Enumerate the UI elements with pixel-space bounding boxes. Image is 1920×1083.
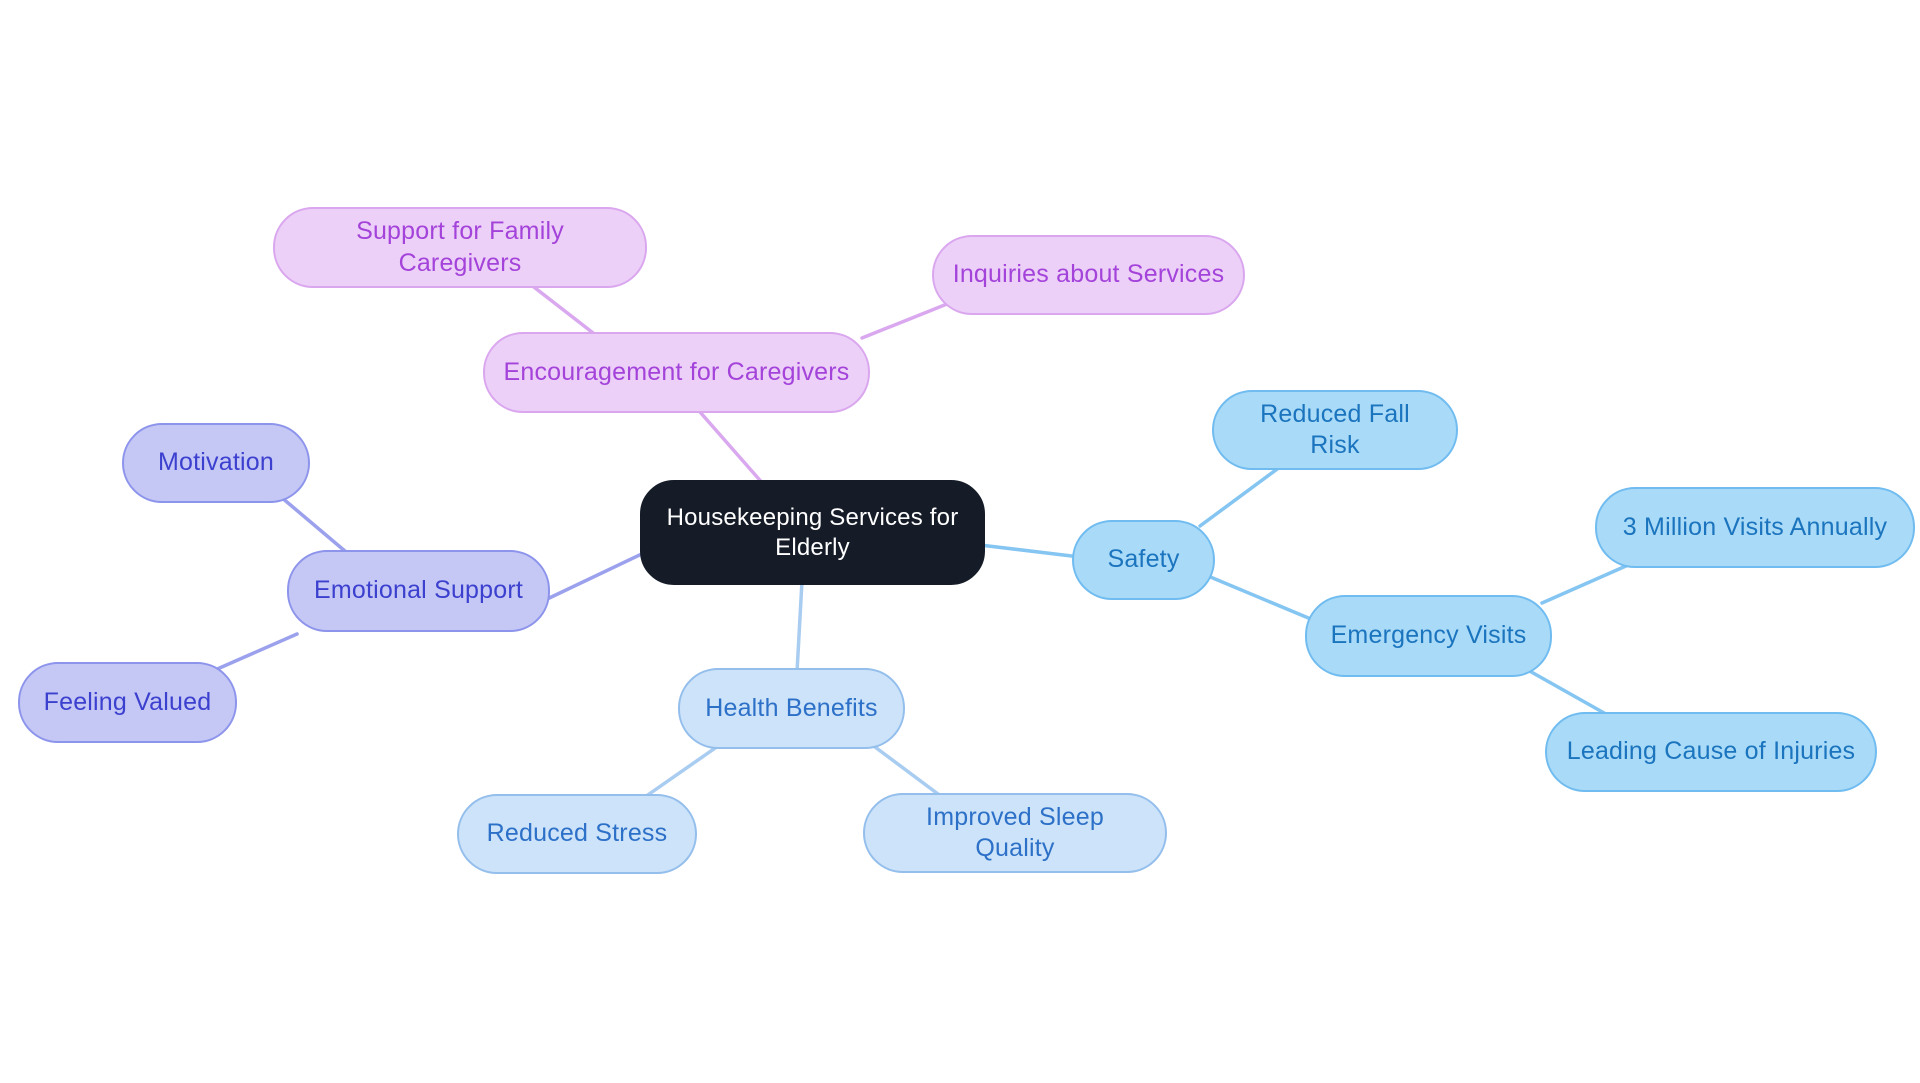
node-label-encouragement-for-caregivers: Encouragement for Caregivers <box>503 357 850 386</box>
edge-emotional-motivation <box>279 495 354 559</box>
node-label-reduced-fall-risk: Reduced Fall Risk <box>1260 399 1410 459</box>
edge-emergency-three-million <box>1540 560 1637 605</box>
node-reduced-stress[interactable]: Reduced Stress <box>457 794 697 874</box>
edge-central-encouragement <box>698 410 767 488</box>
node-label-reduced-stress: Reduced Stress <box>486 819 668 848</box>
node-label-inquiries-about-services: Inquiries about Services <box>952 260 1225 289</box>
node-feeling-valued[interactable]: Feeling Valued <box>18 662 237 743</box>
edge-central-emotional <box>541 549 650 603</box>
node-emergency-visits[interactable]: Emergency Visits <box>1305 595 1552 677</box>
node-label-safety: Safety <box>1107 545 1180 574</box>
edge-emotional-feeling-valued <box>213 632 299 672</box>
edge-health-improved-sleep <box>869 742 944 799</box>
edge-central-safety <box>978 543 1082 559</box>
edge-health-reduced-stress <box>640 742 723 801</box>
node-motivation[interactable]: Motivation <box>122 423 310 503</box>
node-support-for-family-caregivers[interactable]: Support for Family Caregivers <box>273 207 647 288</box>
node-encouragement-for-caregivers[interactable]: Encouragement for Caregivers <box>483 332 870 413</box>
node-health-benefits[interactable]: Health Benefits <box>678 668 905 749</box>
node-label-central: Housekeeping Services for Elderly <box>666 503 959 561</box>
node-three-million-visits-annually[interactable]: 3 Million Visits Annually <box>1595 487 1915 568</box>
edge-safety-emergency-visits <box>1206 574 1320 624</box>
node-label-three-million-visits-annually: 3 Million Visits Annually <box>1622 512 1888 541</box>
node-label-leading-cause-of-injuries: Leading Cause of Injuries <box>1566 737 1856 766</box>
node-leading-cause-of-injuries[interactable]: Leading Cause of Injuries <box>1545 712 1877 792</box>
edge-central-health <box>795 579 804 674</box>
node-label-emotional-support: Emotional Support <box>313 576 524 605</box>
node-inquiries-about-services[interactable]: Inquiries about Services <box>932 235 1245 315</box>
edge-encouragement-support <box>528 282 599 338</box>
edge-safety-reduced-fall-risk <box>1198 462 1286 528</box>
node-improved-sleep-quality[interactable]: Improved Sleep Quality <box>863 793 1167 873</box>
node-label-improved-sleep-quality: Improved Sleep Quality <box>926 802 1104 862</box>
node-label-support-for-family-caregivers: Support for Family Caregivers <box>356 217 564 277</box>
node-label-feeling-valued: Feeling Valued <box>43 687 212 716</box>
node-safety[interactable]: Safety <box>1072 520 1215 600</box>
node-reduced-fall-risk[interactable]: Reduced Fall Risk <box>1212 390 1458 470</box>
node-label-health-benefits: Health Benefits <box>705 693 878 722</box>
node-label-emergency-visits: Emergency Visits <box>1330 621 1527 650</box>
node-label-motivation: Motivation <box>158 448 274 477</box>
node-emotional-support[interactable]: Emotional Support <box>287 550 550 632</box>
edge-emergency-leading-cause <box>1524 667 1615 720</box>
edge-encouragement-inquiries <box>860 300 954 340</box>
node-central-housekeeping-services[interactable]: Housekeeping Services for Elderly <box>640 480 985 585</box>
